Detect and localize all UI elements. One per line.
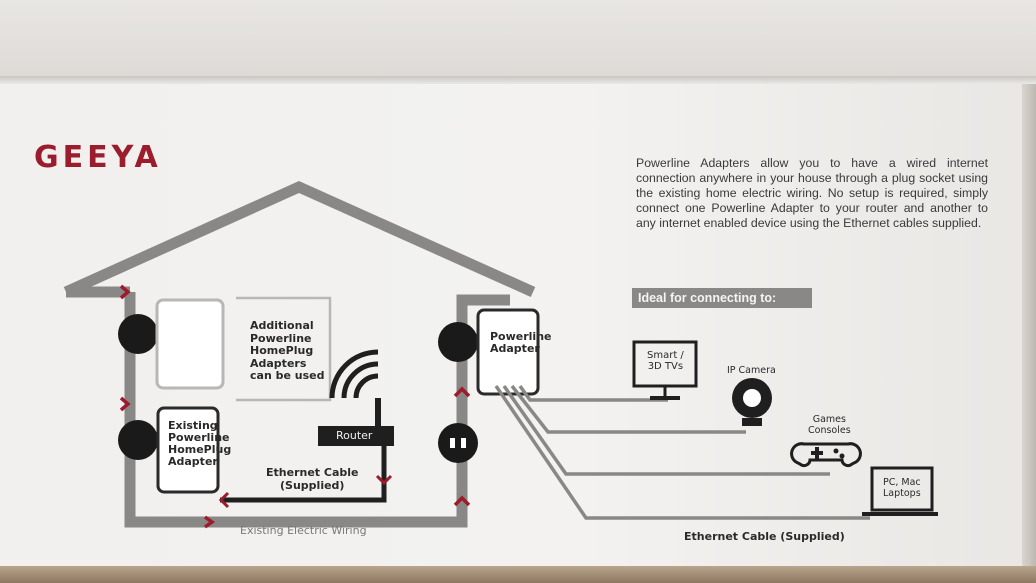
wall-sockets [118, 314, 478, 463]
pc-laptops-label: PC, Mac Laptops [883, 477, 921, 499]
tv-label: Smart / 3D TVs [647, 350, 684, 372]
box-lid-edge [0, 76, 1036, 86]
tv-icon [632, 340, 698, 400]
router-drawing [318, 349, 394, 446]
additional-adapters-label: Additional Powerline HomePlug Adapters c… [250, 319, 325, 382]
powerline-adapter-label: Powerline Adapter [490, 330, 552, 355]
existing-adapter-label: Existing Powerline HomePlug Adapter [168, 419, 232, 468]
geeya-logo: GEEYA [34, 140, 162, 175]
wiring-arrows [119, 284, 471, 529]
ip-camera-icon [732, 378, 772, 426]
electric-wiring-label: Existing Electric Wiring [240, 524, 367, 537]
adapter-existing [156, 406, 220, 494]
additional-callout-box [236, 296, 332, 402]
laptop-icon [862, 466, 938, 516]
ideal-heading: Ideal for connecting to: [632, 288, 812, 308]
games-consoles-label: Games Consoles [808, 414, 851, 436]
router-label: Router [336, 429, 373, 442]
adapter-additional [155, 298, 225, 390]
box-lid [0, 0, 1036, 82]
intro-paragraph: Powerline Adapters allow you to have a w… [636, 156, 988, 230]
wooden-shelf [0, 566, 1036, 583]
router-ethernet-cable [220, 446, 387, 503]
gamepad-icon [790, 442, 862, 468]
device-cables [494, 384, 870, 520]
ip-camera-label: IP Camera [727, 365, 776, 376]
router-ethernet-label: Ethernet Cable (Supplied) [266, 466, 359, 492]
box-corner-edge [1022, 84, 1036, 570]
devices-ethernet-label: Ethernet Cable (Supplied) [684, 530, 845, 543]
